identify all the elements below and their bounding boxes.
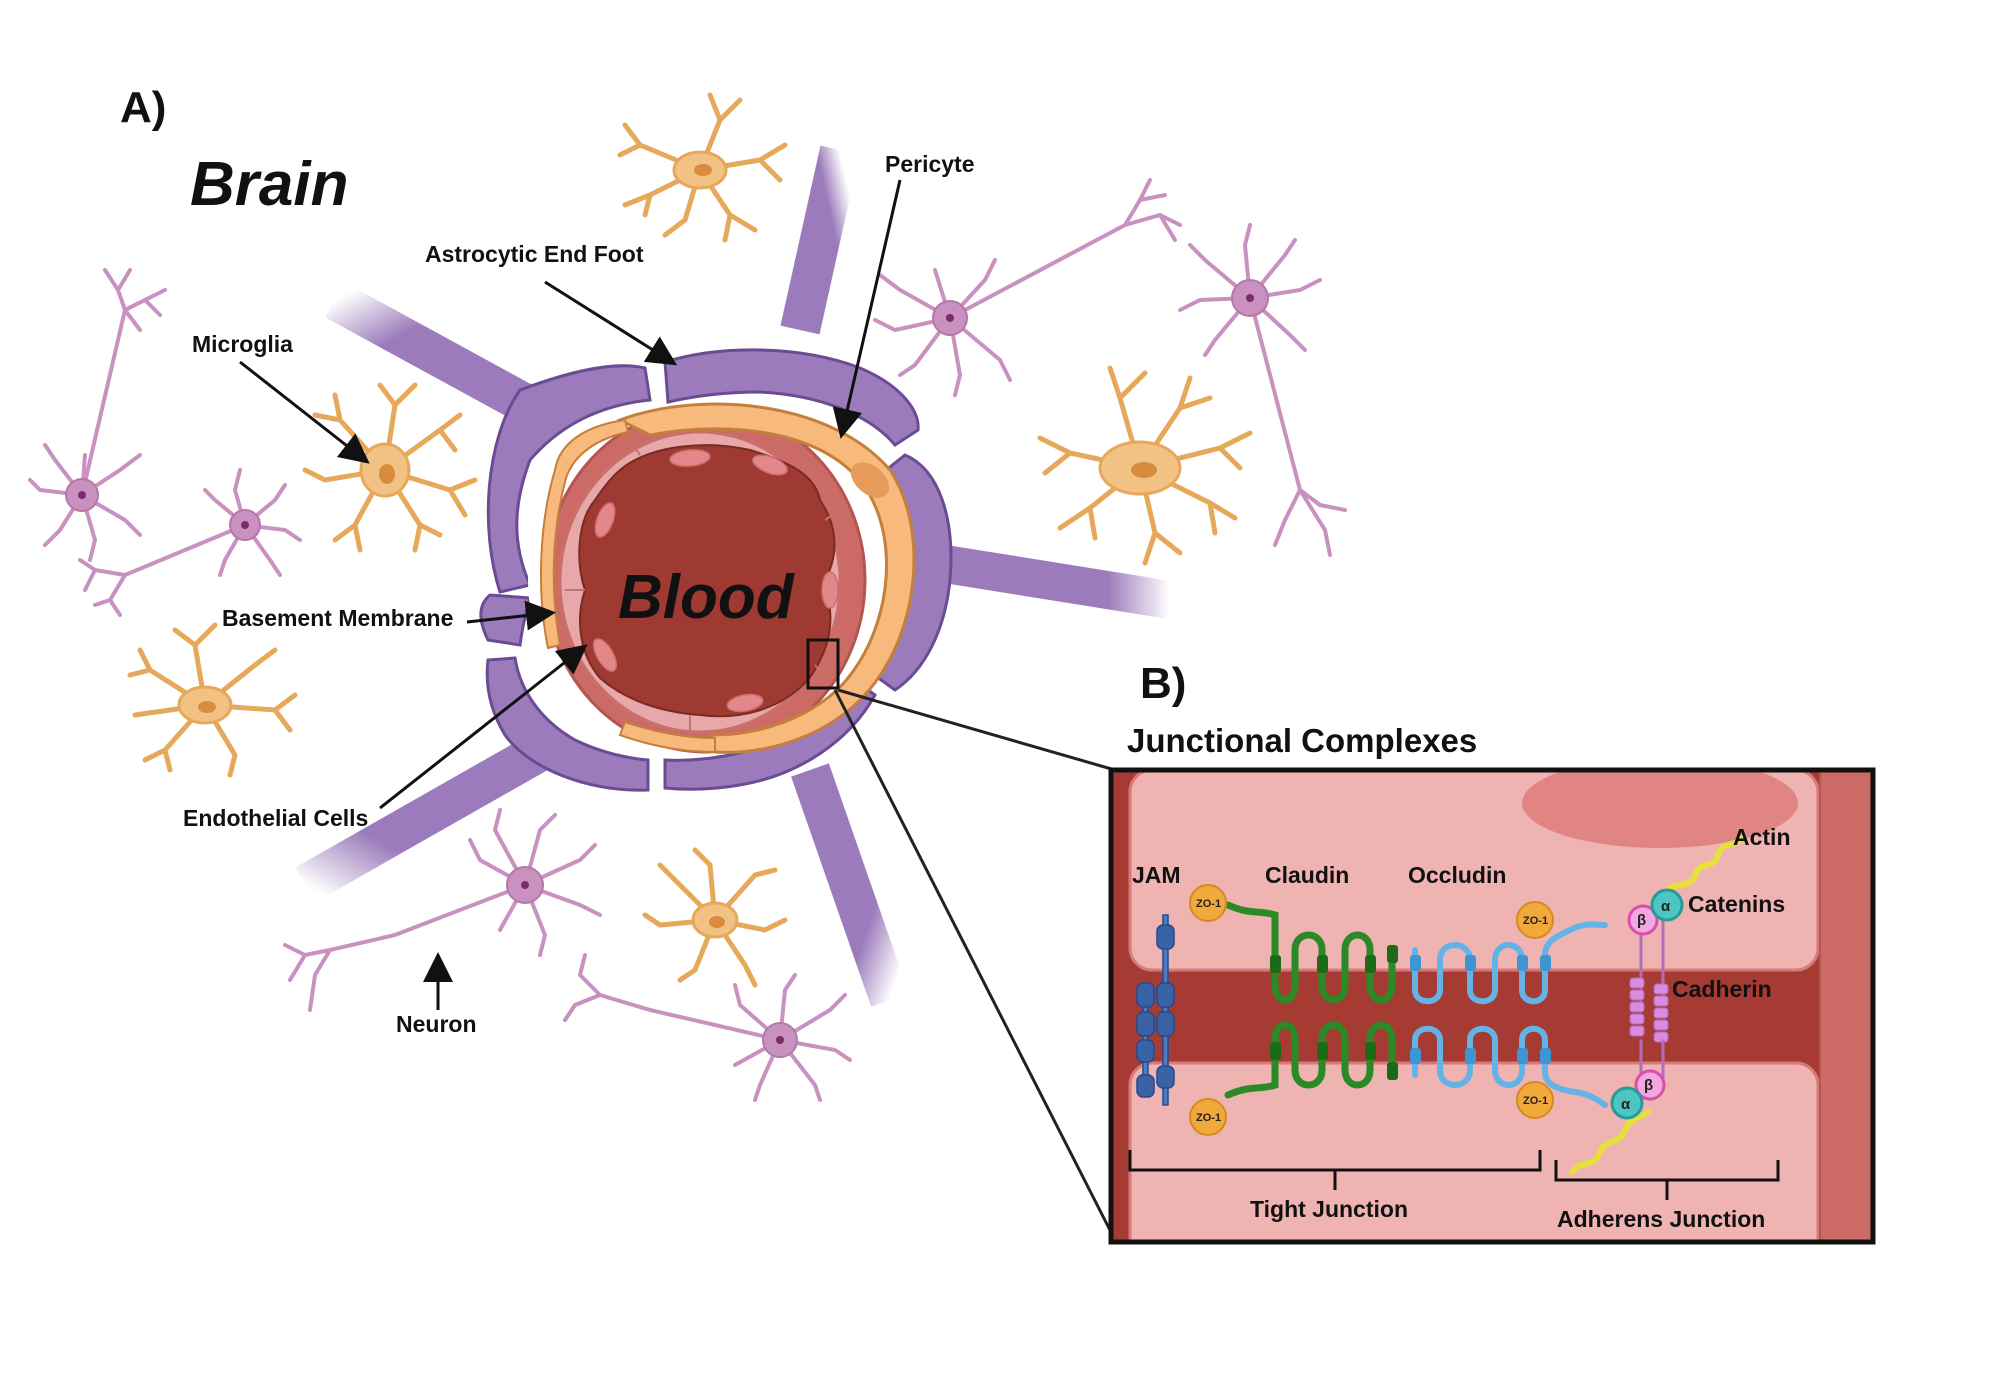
label-astrocytic-end-foot: Astrocytic End Foot [425,241,644,267]
microglia-cells [127,92,1253,988]
label-tight-junction: Tight Junction [1250,1196,1408,1222]
svg-text:β: β [1644,1077,1653,1094]
label-microglia: Microglia [192,331,293,357]
arrow-pericyte [832,179,902,439]
occludin-protein [1412,921,1608,1108]
cadherin-protein [1629,914,1669,1091]
blood-label: Blood [618,563,795,632]
label-pericyte: Pericyte [885,151,975,177]
label-cadherin: Cadherin [1672,976,1772,1002]
junction-inset: ZO-1 ZO-1 ZO-1 ZO-1 [1108,767,1876,1245]
endothelial-nuclei [592,449,839,713]
zoom-connector-bottom [833,689,1117,1241]
junctional-complexes-title: Junctional Complexes [1127,722,1477,759]
label-actin: Actin [1733,824,1791,850]
label-occludin: Occludin [1408,862,1506,888]
neurons [28,178,1347,1102]
brain-label: Brain [190,150,348,219]
actin-lower [1569,1109,1651,1175]
actin-upper [1662,835,1745,896]
bracket-adherens-junction [1554,1160,1780,1200]
arrow-microglia [239,360,370,464]
svg-text:ZO-1: ZO-1 [1196,898,1221,910]
svg-text:β: β [1637,912,1646,929]
svg-text:ZO-1: ZO-1 [1523,915,1548,927]
zo1-proteins: ZO-1 ZO-1 ZO-1 ZO-1 [1189,884,1554,1136]
svg-text:α: α [1621,1096,1631,1113]
label-neuron: Neuron [396,1011,477,1037]
label-catenins: Catenins [1688,891,1785,917]
arrow-astrocytic-end-foot [544,280,678,366]
zoom-region-box [806,638,840,690]
arrow-basement-membrane [466,600,556,631]
bracket-tight-junction [1128,1150,1542,1190]
svg-text:α: α [1661,898,1671,915]
basement-strip [1819,770,1873,1242]
catenins-lower: β α [1610,1069,1666,1120]
blood-lumen [578,444,836,718]
label-claudin: Claudin [1265,862,1349,888]
label-endothelial-cells: Endothelial Cells [183,805,368,831]
label-basement-membrane: Basement Membrane [222,605,453,631]
label-adherens-junction: Adherens Junction [1557,1206,1765,1232]
upper-cell-nucleus [1522,770,1798,848]
arrow-endothelial-cells [379,644,588,810]
panel-label-b: B) [1140,659,1186,708]
zoom-connector-top [837,688,1116,772]
svg-text:ZO-1: ZO-1 [1523,1095,1548,1107]
panel-a-labels: Pericyte Astrocytic End Foot Microglia B… [183,151,975,1037]
pericyte-nucleus [850,462,890,498]
label-jam: JAM [1132,862,1181,888]
panel-label-a: A) [120,83,166,132]
catenins-upper: β α [1627,888,1684,936]
svg-text:ZO-1: ZO-1 [1196,1112,1221,1124]
inset-border [1108,767,1876,1245]
jam-protein [1136,914,1175,1106]
